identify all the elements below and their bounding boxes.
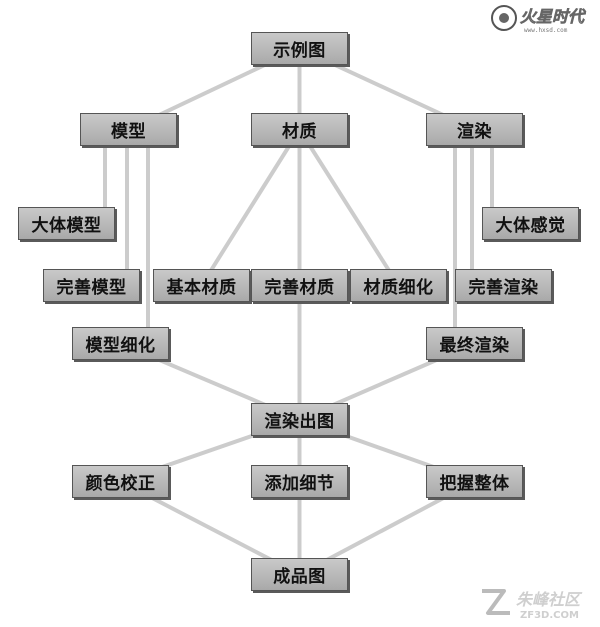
logo-top-text: 火星时代: [520, 7, 586, 26]
zf3d-logo: 朱峰社区 ZF3D.COM: [478, 583, 598, 623]
node-color-correction: 颜色校正: [72, 465, 169, 498]
node-final-render: 最终渲染: [426, 327, 523, 360]
logo-circle-icon: [491, 5, 517, 31]
node-render-output: 渲染出图: [251, 403, 348, 436]
node-material: 材质: [251, 113, 348, 146]
logo-bottom-text: 朱峰社区: [516, 590, 583, 609]
node-material-detail: 材质细化: [350, 269, 447, 302]
logo-z-icon: [482, 589, 510, 615]
node-add-detail: 添加细节: [251, 465, 348, 498]
node-example: 示例图: [251, 32, 348, 65]
node-model: 模型: [80, 113, 177, 146]
node-overall-control: 把握整体: [426, 465, 523, 498]
node-final-image: 成品图: [251, 558, 348, 591]
node-refine-material: 完善材质: [251, 269, 348, 302]
edge-material-to-material-detail: [296, 126, 402, 289]
node-rough-model: 大体模型: [18, 207, 115, 240]
node-render: 渲染: [426, 113, 523, 146]
edge-material-to-basic-material: [198, 126, 303, 289]
logo-top-sub: www.hxsd.com: [524, 27, 568, 34]
logo-bottom-sub: ZF3D.COM: [520, 610, 579, 621]
node-overall-feel: 大体感觉: [482, 207, 579, 240]
node-refine-render: 完善渲染: [455, 269, 552, 302]
hxsd-logo: 火星时代 www.hxsd.com: [490, 2, 598, 34]
node-basic-material: 基本材质: [153, 269, 250, 302]
node-model-detail: 模型细化: [72, 327, 169, 360]
node-refine-model: 完善模型: [43, 269, 140, 302]
